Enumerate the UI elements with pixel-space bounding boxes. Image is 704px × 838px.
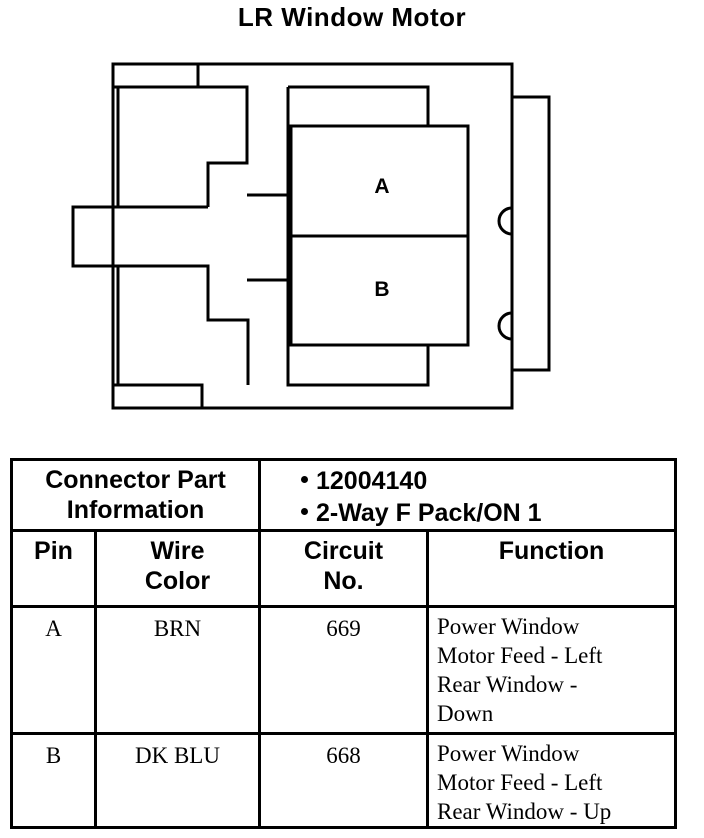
part-number: 12004140 bbox=[316, 467, 428, 495]
part-description: 2-Way F Pack/ON 1 bbox=[316, 499, 542, 527]
header-wire-color: Wire Color bbox=[94, 529, 261, 608]
connector-housing-outline bbox=[111, 62, 514, 410]
lock-bump-upper bbox=[497, 206, 513, 236]
connector-face-diagram: A B bbox=[71, 62, 551, 410]
part-info-cell: 12004140 2-Way F Pack/ON 1 bbox=[258, 458, 677, 532]
row-b-pin: B bbox=[10, 732, 97, 829]
table-header-row: Pin Wire Color Circuit No. Function bbox=[10, 529, 677, 608]
connector-left-body bbox=[118, 85, 249, 207]
part-number-line: 12004140 bbox=[301, 465, 674, 497]
header-function: Function bbox=[426, 529, 677, 608]
header-circuit-line-2: No. bbox=[323, 567, 364, 595]
connector-info-table: Connector Part Information 12004140 2-Wa… bbox=[10, 458, 677, 829]
row-a-circuit: 669 bbox=[258, 605, 429, 735]
row-b-function-line: Rear Window - Up bbox=[437, 799, 612, 824]
row-a-pin: A bbox=[10, 605, 97, 735]
connector-info-label-cell: Connector Part Information bbox=[10, 458, 261, 532]
lock-bump-lower bbox=[497, 311, 513, 341]
row-b-function-line: Power Window bbox=[437, 741, 580, 766]
row-a-function-line: Down bbox=[437, 701, 494, 726]
connector-info-label-line-2: Information bbox=[66, 496, 205, 524]
connector-info-row: Connector Part Information 12004140 2-Wa… bbox=[10, 458, 677, 532]
bullet-icon bbox=[301, 475, 308, 483]
page-title: LR Window Motor bbox=[237, 2, 467, 32]
housing-top-notch bbox=[113, 64, 200, 89]
row-a-function-line: Rear Window - bbox=[437, 672, 578, 697]
terminal-block-outer bbox=[288, 85, 430, 126]
row-b-wire-color: DK BLU bbox=[94, 732, 261, 829]
row-a-function-line: Power Window bbox=[437, 614, 580, 639]
row-b-function-line: Motor Feed - Left bbox=[437, 770, 603, 795]
part-description-line: 2-Way F Pack/ON 1 bbox=[301, 497, 674, 529]
table-row: B DK BLU 668 Power Window Motor Feed - L… bbox=[10, 732, 677, 829]
cavity-b-outline bbox=[289, 234, 470, 347]
row-a-function-line: Motor Feed - Left bbox=[437, 643, 603, 668]
connector-info-label-line-1: Connector Part bbox=[45, 466, 226, 494]
table-row: A BRN 669 Power Window Motor Feed - Left… bbox=[10, 605, 677, 735]
header-circuit-line-1: Circuit bbox=[303, 537, 384, 565]
cavity-a-label: A bbox=[374, 175, 389, 198]
row-b-circuit: 668 bbox=[258, 732, 429, 829]
row-a-function: Power Window Motor Feed - Left Rear Wind… bbox=[426, 605, 677, 735]
header-wire-color-line-1: Wire bbox=[150, 537, 205, 565]
header-function-label: Function bbox=[498, 537, 605, 565]
terminal-block-outer-left bbox=[286, 87, 430, 387]
row-a-wire-color: BRN bbox=[94, 605, 261, 735]
row-b-function: Power Window Motor Feed - Left Rear Wind… bbox=[426, 732, 677, 829]
header-circuit: Circuit No. bbox=[258, 529, 429, 608]
header-pin-label: Pin bbox=[34, 537, 73, 565]
housing-bottom-notch bbox=[113, 383, 204, 408]
header-wire-color-line-2: Color bbox=[144, 567, 211, 595]
bullet-icon bbox=[301, 507, 308, 515]
cavity-b-label: B bbox=[374, 278, 389, 301]
connector-latch-tab bbox=[71, 205, 250, 385]
lock-rail bbox=[512, 95, 551, 372]
header-pin: Pin bbox=[10, 529, 97, 608]
